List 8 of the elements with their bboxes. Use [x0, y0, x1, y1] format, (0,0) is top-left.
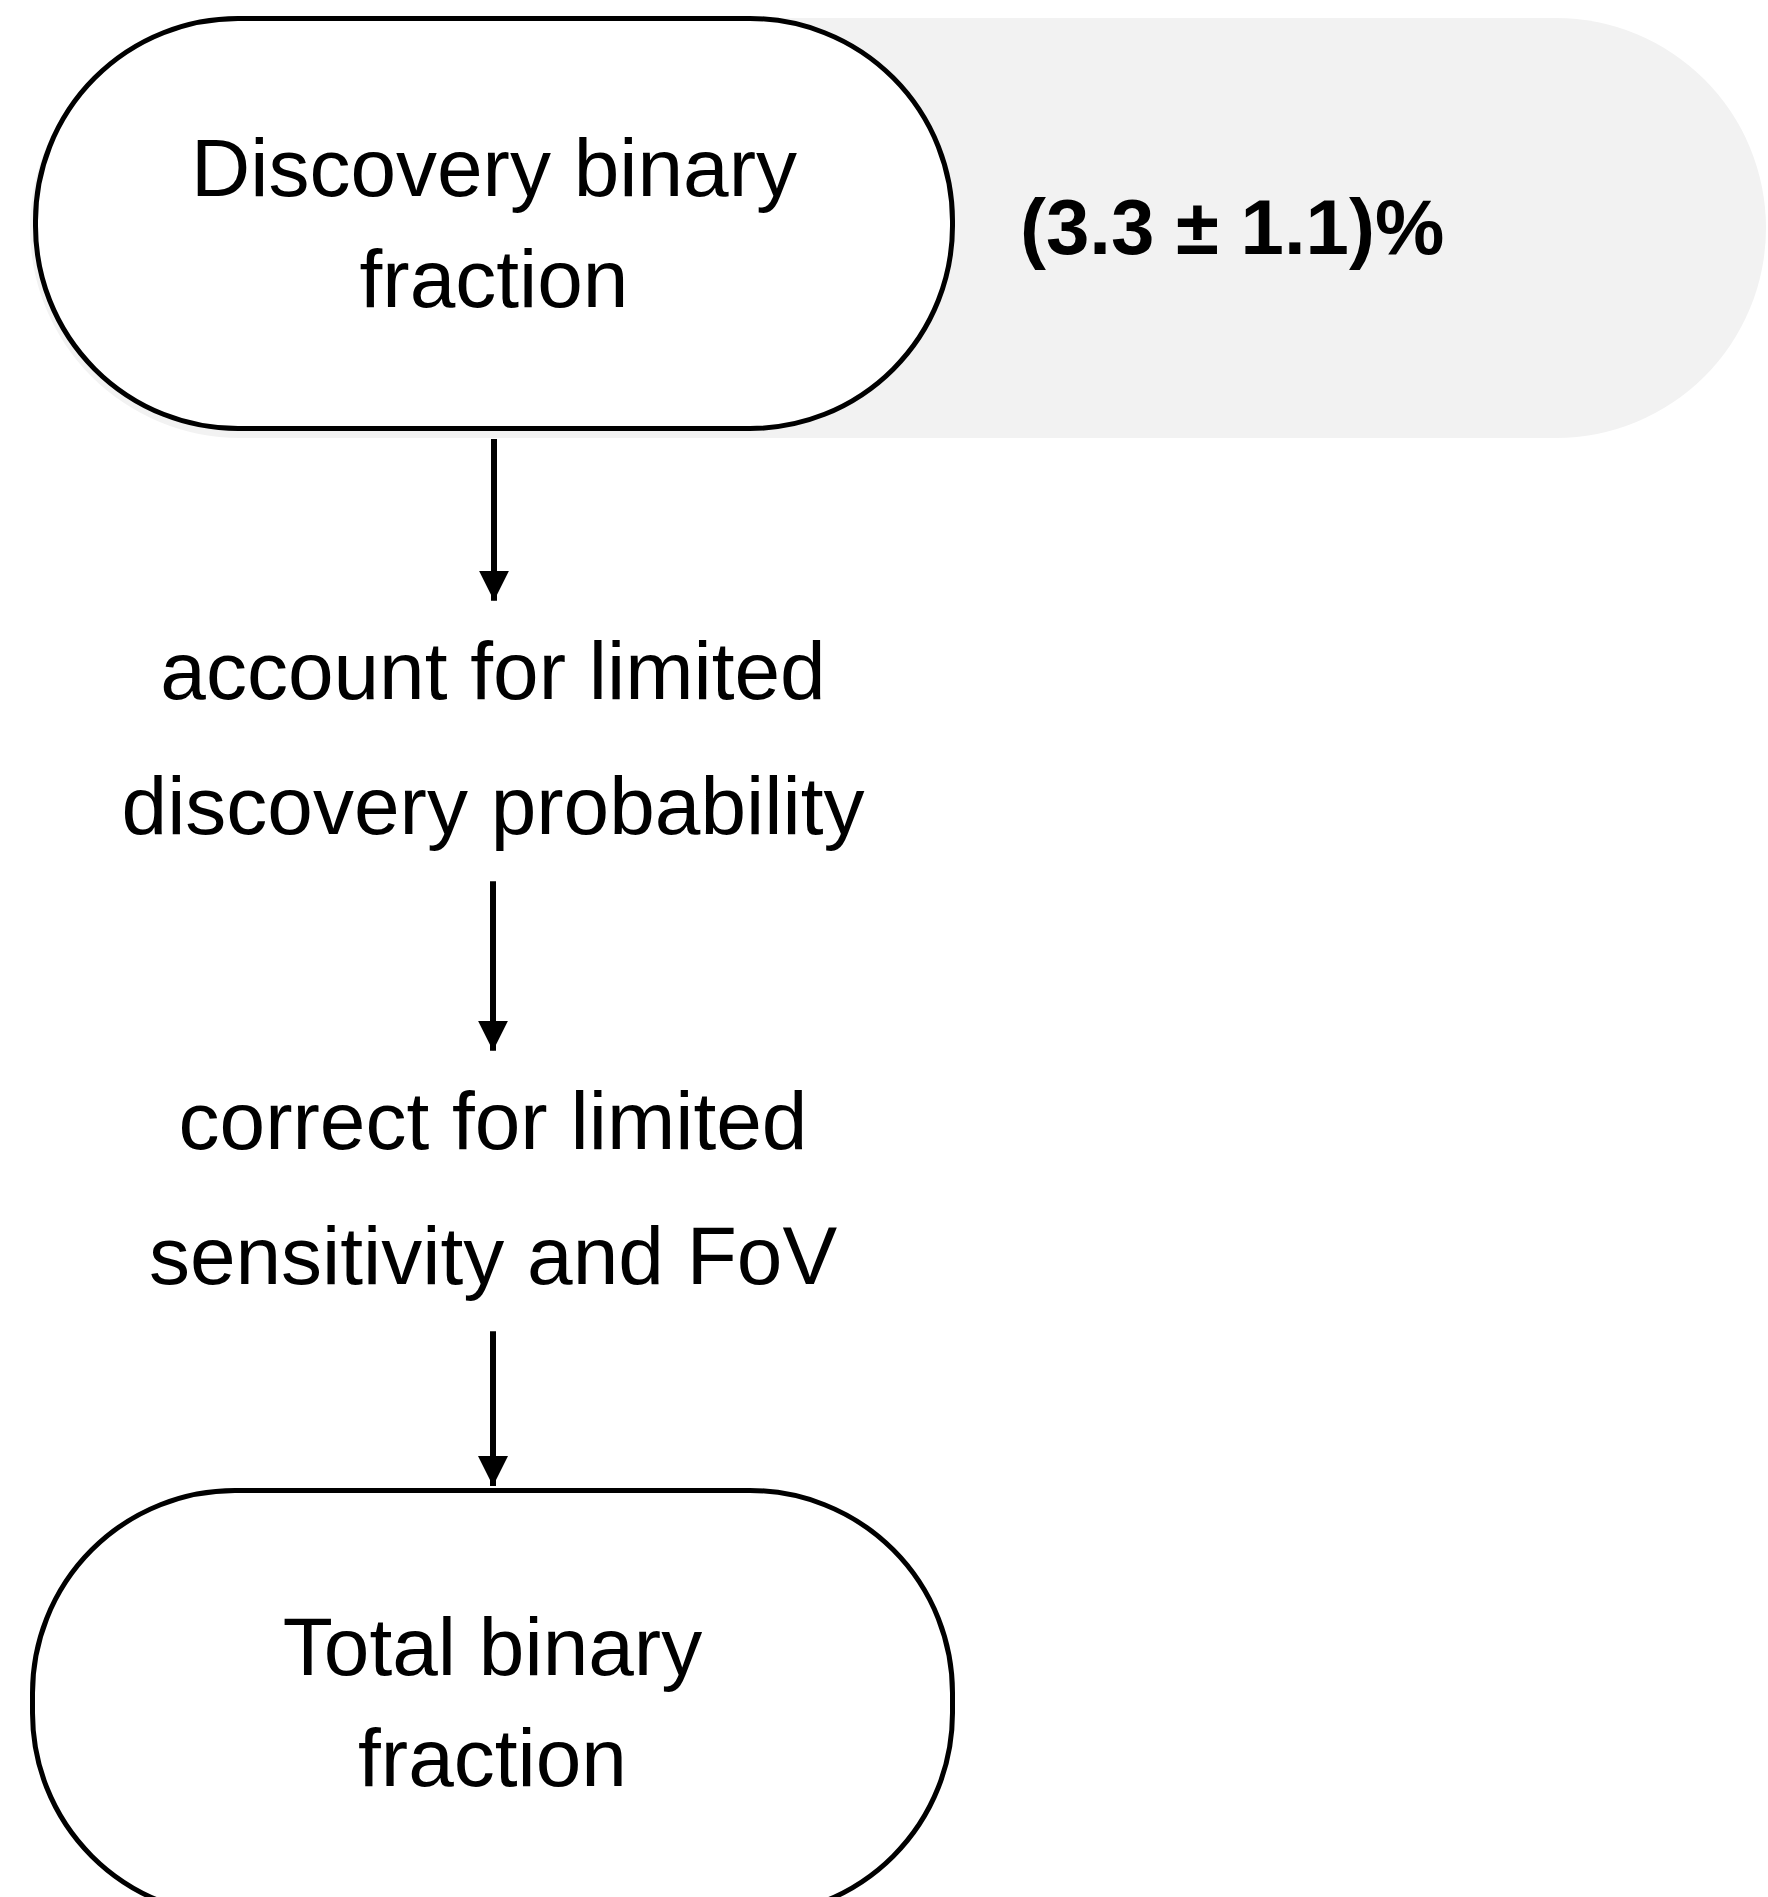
arrow: [478, 881, 508, 1051]
node-label: Discovery binary fraction: [189, 120, 799, 326]
step-text: account for limited discovery probability: [120, 623, 866, 853]
step-text: correct for limited sensitivity and FoV: [147, 1073, 839, 1303]
node-label: Total binary fraction: [281, 1600, 704, 1805]
arrow: [479, 439, 509, 601]
result-value: (3.3 ± 1.1)%: [1020, 182, 1445, 274]
arrow: [478, 1331, 508, 1486]
